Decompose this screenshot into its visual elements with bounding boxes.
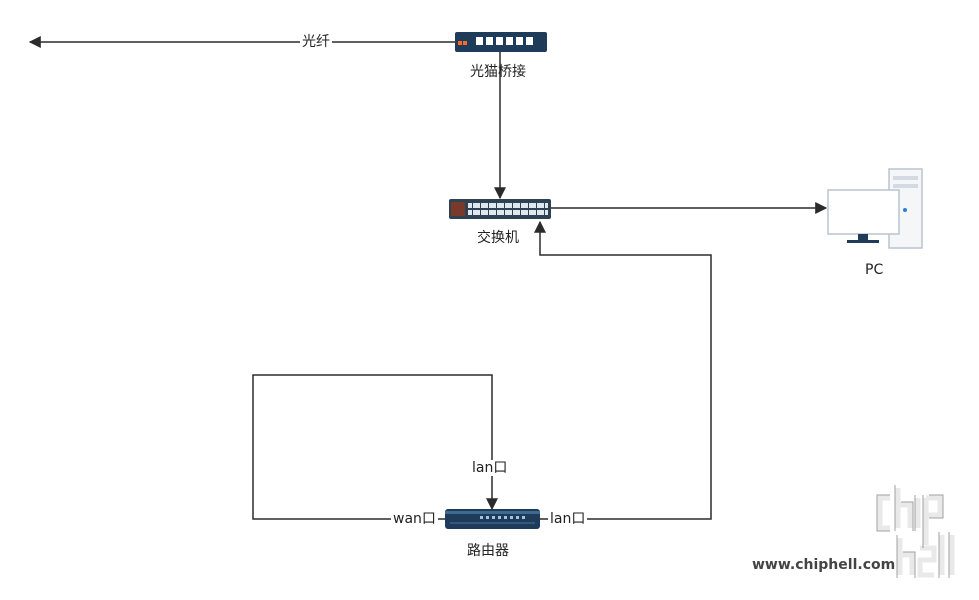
router-device-icon[interactable] xyxy=(445,509,540,529)
router-wan-loop-connector xyxy=(252,374,498,520)
router-lan-right-label: lan口 xyxy=(548,511,588,527)
router-lan-switch-connector xyxy=(534,220,712,520)
pc-device-icon[interactable] xyxy=(827,168,923,249)
pc-label: PC xyxy=(865,262,884,278)
chiphell-logo-outline xyxy=(876,485,950,578)
modem-device-icon[interactable] xyxy=(455,32,547,52)
switch-device-icon[interactable] xyxy=(449,199,551,219)
switch-label: 交换机 xyxy=(477,230,519,246)
router-label: 路由器 xyxy=(467,543,509,559)
watermark-url: www.chiphell.com xyxy=(752,557,896,573)
modem-label: 光猫桥接 xyxy=(470,64,526,80)
router-wan-label: wan口 xyxy=(391,511,438,527)
router-lan-top-label: lan口 xyxy=(470,460,510,476)
chiphell-logo xyxy=(877,488,955,578)
fiber-edge-label: 光纤 xyxy=(300,34,332,50)
